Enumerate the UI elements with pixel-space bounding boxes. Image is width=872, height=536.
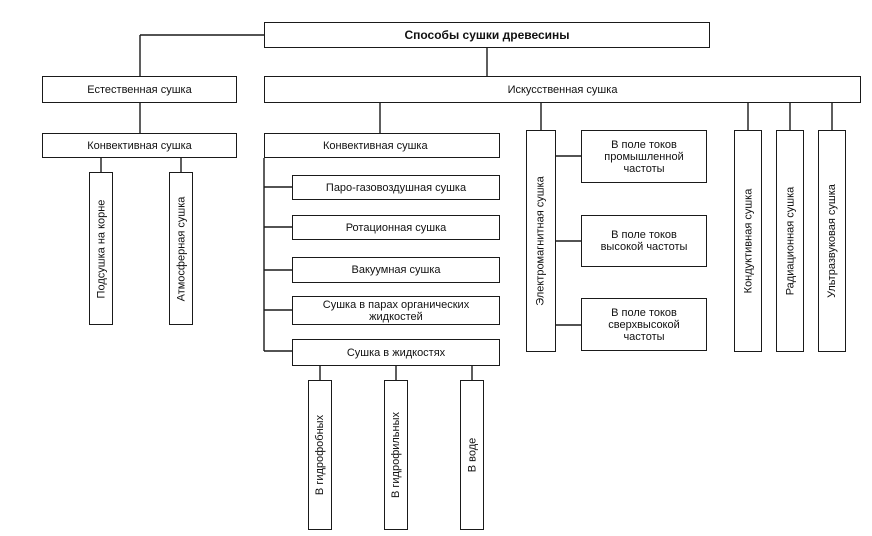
other-method-label: Кондуктивная сушка xyxy=(742,188,754,294)
natural-child-atmospheric: Атмосферная сушка xyxy=(169,172,193,325)
em-child-label: В поле токов сверхвысокой частоты xyxy=(608,306,680,343)
natural-convective-label: Конвективная сушка xyxy=(87,139,192,152)
liquid-child-label: В гидрофобных xyxy=(314,414,326,496)
root-box: Способы сушки древесины xyxy=(264,22,710,48)
em-child-label: В поле токов высокой частоты xyxy=(600,229,688,253)
liquid-child-label: В воде xyxy=(466,437,478,473)
em-child-microwave: В поле токов сверхвысокой частоты xyxy=(581,298,707,351)
convective-child-steam-gas-air: Паро-газовоздушная сушка xyxy=(292,175,500,200)
em-child-high-frequency: В поле токов высокой частоты xyxy=(581,215,707,267)
convective-child-label: Ротационная сушка xyxy=(345,221,447,234)
convective-child-label: Паро-газовоздушная сушка xyxy=(325,181,467,194)
electromagnetic-drying-box: Электромагнитная сушка xyxy=(526,130,556,352)
natural-child-label: Атмосферная сушка xyxy=(175,196,187,301)
liquid-child-hydrophilic: В гидрофильных xyxy=(384,380,408,530)
ultrasonic-drying-box: Ультразвуковая сушка xyxy=(818,130,846,352)
artificial-convective-label: Конвективная сушка xyxy=(323,139,428,152)
liquid-child-water: В воде xyxy=(460,380,484,530)
em-child-industrial-frequency: В поле токов промышленной частоты xyxy=(581,130,707,183)
liquid-child-hydrophobic: В гидрофобных xyxy=(308,380,332,530)
convective-child-vacuum: Вакуумная сушка xyxy=(292,257,500,283)
em-child-label: В поле токов промышленной частоты xyxy=(604,138,684,175)
natural-child-root-drying: Подсушка на корне xyxy=(89,172,113,325)
convective-child-rotational: Ротационная сушка xyxy=(292,215,500,240)
artificial-convective-box: Конвективная сушка xyxy=(264,133,500,158)
radiation-drying-box: Радиационная сушка xyxy=(776,130,804,352)
artificial-drying-box: Искусственная сушка xyxy=(264,76,861,103)
convective-child-label: Сушка в парах органических жидкостей xyxy=(322,298,470,323)
artificial-drying-label: Искусственная сушка xyxy=(507,83,618,96)
convective-child-liquids: Сушка в жидкостях xyxy=(292,339,500,366)
conductive-drying-box: Кондуктивная сушка xyxy=(734,130,762,352)
convective-child-organic-vapors: Сушка в парах органических жидкостей xyxy=(292,296,500,325)
electromagnetic-drying-label: Электромагнитная сушка xyxy=(535,176,548,306)
natural-convective-box: Конвективная сушка xyxy=(42,133,237,158)
liquid-child-label: В гидрофильных xyxy=(390,411,402,499)
other-method-label: Ультразвуковая сушка xyxy=(826,184,838,298)
other-method-label: Радиационная сушка xyxy=(784,186,797,296)
convective-child-label: Сушка в жидкостях xyxy=(346,346,446,359)
convective-child-label: Вакуумная сушка xyxy=(351,264,441,276)
natural-child-label: Подсушка на корне xyxy=(95,199,107,298)
root-label: Способы сушки древесины xyxy=(404,28,570,42)
natural-drying-label: Естественная сушка xyxy=(87,83,192,96)
natural-drying-box: Естественная сушка xyxy=(42,76,237,103)
